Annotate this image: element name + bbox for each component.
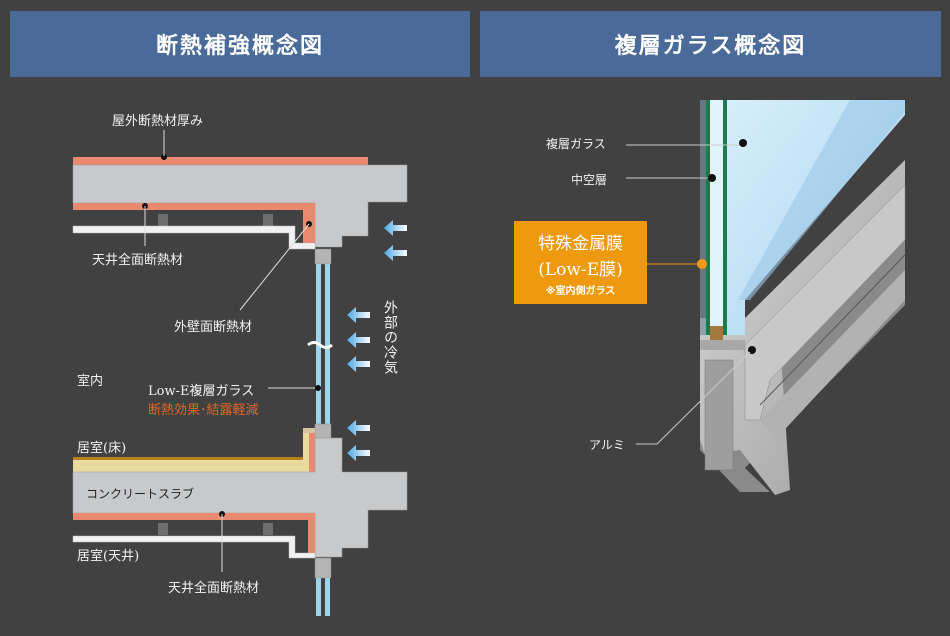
ceiling-board-top — [72, 225, 316, 250]
ceiling-bracket — [263, 523, 273, 535]
ceiling-bracket — [263, 214, 273, 226]
panel-title-insulation: 断熱補強概念図 — [10, 11, 470, 77]
glass-pane — [325, 264, 330, 424]
arrow-icon — [347, 332, 370, 348]
double-glass-window — [700, 100, 906, 495]
window-frame-bottom — [314, 423, 332, 439]
arrow-icon — [347, 356, 370, 372]
outdoor-insulation-layer — [73, 157, 368, 165]
ceiling-insulation-bottom — [73, 513, 315, 555]
callout-title: 特殊金属膜 — [538, 234, 623, 254]
arrow-icon — [347, 445, 370, 461]
glass-pane — [325, 578, 330, 616]
label-hollow-layer: 中空層 — [571, 173, 608, 187]
label-indoor: 室内 — [77, 374, 104, 389]
panel-title-double-glass: 複層ガラス概念図 — [480, 11, 941, 77]
label-ceiling-insulation-top: 天井全面断熱材 — [92, 253, 184, 268]
ceiling-bracket — [158, 214, 168, 226]
window-frame-lower — [314, 557, 332, 579]
arrow-icon — [347, 420, 370, 436]
label-concrete-slab: コンクリートスラブ — [86, 487, 195, 501]
break-mark — [307, 341, 333, 349]
label-double-glass: 複層ガラス — [546, 137, 606, 151]
cold-air-arrows — [347, 220, 407, 461]
lowe-film-callout: 特殊金属膜 (Low-E膜) ※室内側ガラス — [514, 221, 647, 304]
label-lowe-effect: 断熱効果･結露軽減 — [148, 403, 259, 418]
dot — [739, 139, 747, 147]
ceiling-insulation-top — [73, 203, 315, 246]
glass-pane — [316, 578, 321, 616]
dot — [708, 174, 716, 182]
label-lowe-glass: Low-E複層ガラス — [148, 384, 255, 399]
floor-insulation — [73, 433, 309, 472]
label-living-ceiling: 居室(天井) — [77, 549, 140, 564]
floor-finish — [303, 428, 315, 433]
label-living-floor: 居室(床) — [77, 441, 127, 456]
concrete-slab — [72, 437, 408, 558]
label-outdoor-insulation: 屋外断熱材厚み — [112, 114, 204, 129]
floor-wall-insulation — [309, 433, 315, 472]
floor-wood — [73, 457, 303, 460]
label-outer-wall-insulation: 外壁面断熱材 — [174, 320, 253, 335]
label-outside-cold-air: 外部の冷気 — [382, 300, 398, 375]
dot — [161, 154, 167, 160]
callout-subtitle: (Low-E膜) — [538, 260, 623, 280]
callout-note: ※室内側ガラス — [545, 286, 616, 297]
arrow-icon — [384, 245, 407, 261]
dot — [315, 385, 321, 391]
lowe-film-dot — [697, 259, 707, 269]
window-frame-top — [314, 248, 332, 265]
arrow-icon — [347, 307, 370, 323]
ceiling-bracket — [158, 523, 168, 535]
arrow-icon — [384, 220, 407, 236]
label-ceiling-insulation-bottom: 天井全面断熱材 — [168, 581, 260, 596]
label-aluminum: アルミ — [589, 438, 625, 452]
